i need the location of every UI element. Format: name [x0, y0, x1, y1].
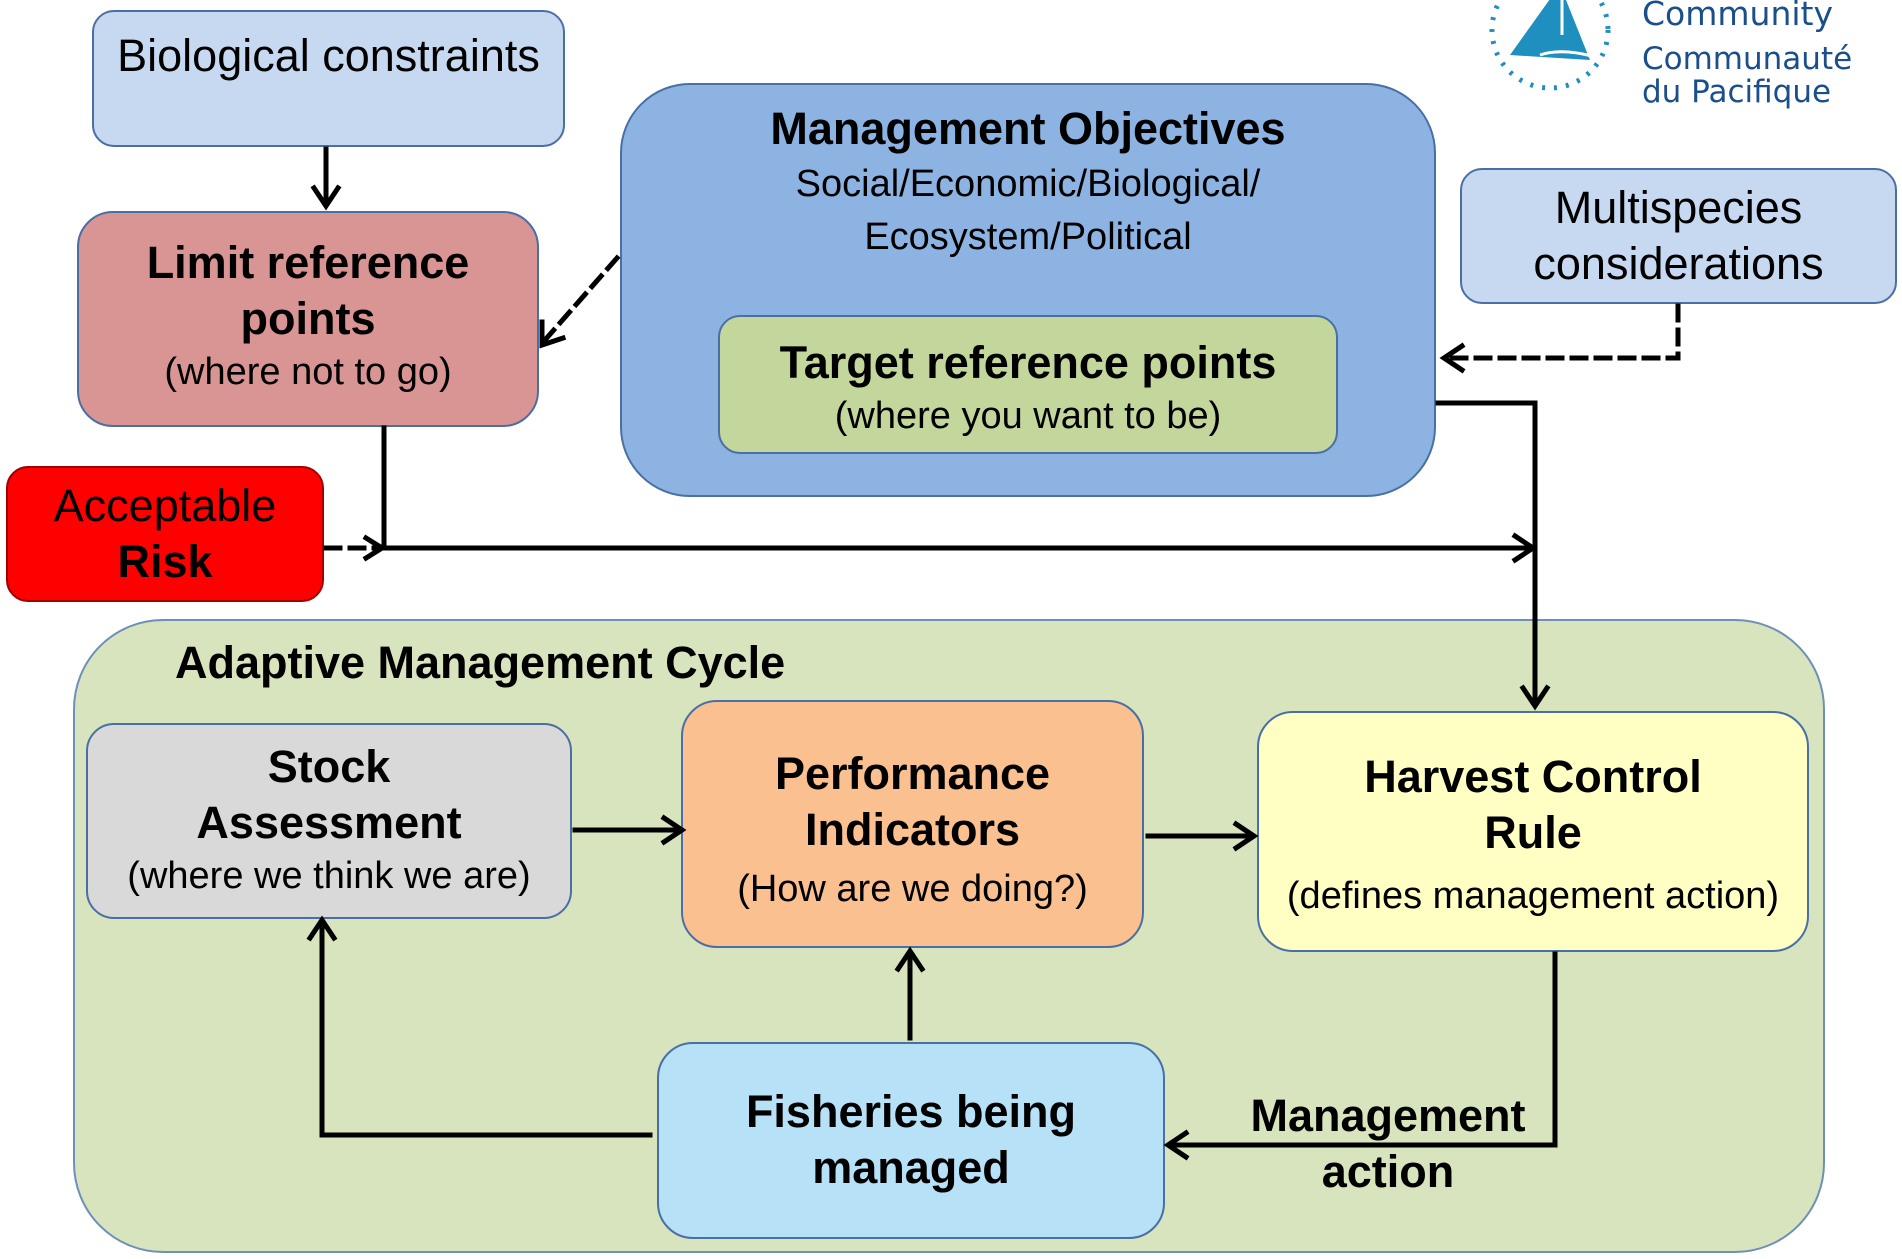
target-ref-title: Target reference points	[779, 337, 1277, 388]
harvest-line-1: Harvest Control	[1364, 751, 1702, 802]
limit-ref-title: Limit reference points	[146, 237, 470, 344]
harvest-control-rule-box: Harvest Control Rule (defines management…	[1257, 711, 1809, 952]
performance-indicators-box: Performance Indicators (How are we doing…	[681, 700, 1144, 948]
arrow-multispecies-to-objectives	[1447, 303, 1681, 361]
multispecies-line-1: Multispecies	[1554, 182, 1803, 233]
target-ref-subtitle: (where you want to be)	[834, 395, 1222, 437]
arrow-objectives-to-harvest	[1435, 400, 1538, 707]
logo-line-1: Community	[1642, 0, 1833, 33]
fisheries-line-1: Fisheries being	[745, 1086, 1077, 1137]
target-reference-points-box: Target reference points (where you want …	[718, 315, 1338, 454]
stock-assessment-line-1: Stock	[267, 741, 391, 792]
logo-line-3: du Pacifique	[1642, 74, 1832, 110]
performance-line-1: Performance	[774, 748, 1051, 799]
biological-constraints-label: Biological constraints	[117, 30, 540, 81]
harvest-line-2: Rule	[1484, 807, 1582, 858]
mgmt-action-line-2: action	[1321, 1146, 1455, 1197]
harvest-subtitle: (defines management action)	[1286, 875, 1780, 917]
stock-assessment-box: Stock Assessment (where we think we are)	[86, 723, 572, 919]
stock-assessment-line-2: Assessment	[196, 797, 462, 848]
mgmt-objectives-line-1: Social/Economic/Biological/	[795, 163, 1261, 205]
arrow-objectives-to-limit	[541, 254, 621, 344]
fisheries-line-2: managed	[812, 1142, 1010, 1193]
multispecies-considerations-box: Multispecies considerations	[1460, 168, 1897, 304]
stock-assessment-subtitle: (where we think we are)	[127, 855, 531, 897]
multispecies-line-2: considerations	[1533, 238, 1824, 289]
logo-line-2: Communauté	[1642, 41, 1853, 77]
limit-ref-subtitle: (where not to go)	[164, 351, 452, 393]
acceptable-risk-line-1: Acceptable	[53, 480, 277, 531]
biological-constraints-box: Biological constraints	[92, 10, 565, 147]
logo-emblem-icon	[1489, 0, 1611, 91]
spc-logo: Community Communauté du Pacifique	[1480, 0, 1902, 130]
limit-reference-points-box: Limit reference points (where not to go)	[77, 211, 539, 427]
acceptable-risk-line-2: Risk	[117, 536, 213, 587]
management-action-label: Management action	[1238, 1088, 1538, 1200]
mgmt-objectives-title: Management Objectives	[770, 103, 1286, 154]
cycle-title: Adaptive Management Cycle	[175, 637, 786, 688]
performance-line-2: Indicators	[804, 804, 1021, 855]
arrow-fisheries-to-stock	[319, 919, 653, 1138]
mgmt-objectives-line-2: Ecosystem/Political	[864, 216, 1192, 258]
fisheries-being-managed-box: Fisheries being managed	[657, 1042, 1165, 1239]
arrow-harvest-to-fisheries	[1167, 951, 1558, 1148]
mgmt-action-line-1: Management	[1250, 1090, 1526, 1141]
performance-subtitle: (How are we doing?)	[737, 868, 1088, 910]
acceptable-risk-box: Acceptable Risk	[6, 466, 324, 602]
